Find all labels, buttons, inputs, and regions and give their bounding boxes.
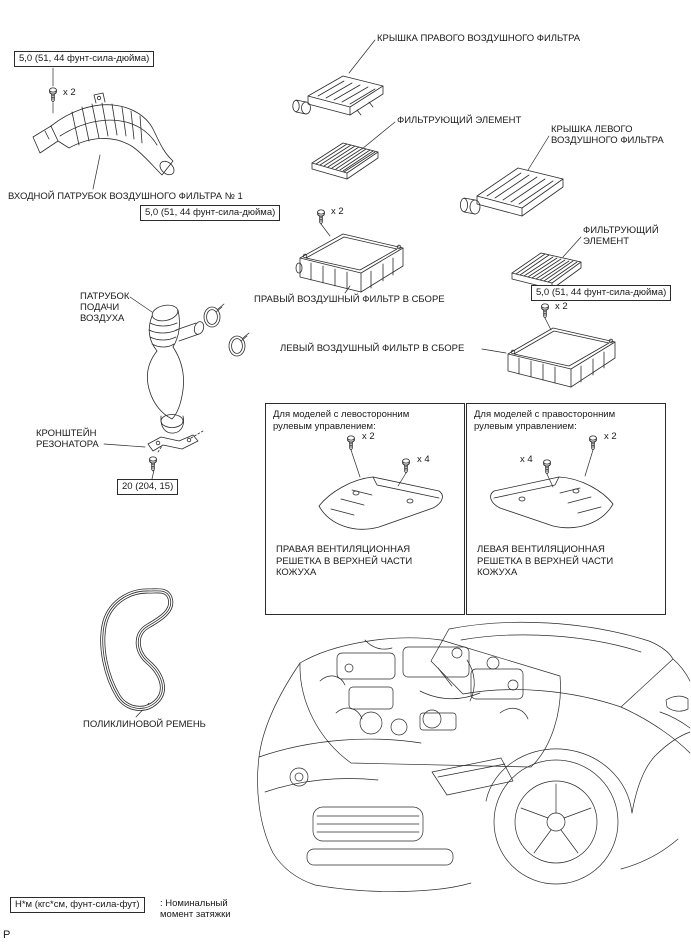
label-filter-element-left: ФИЛЬТРУЮЩИЙ ЭЛЕМЕНТ	[583, 225, 659, 247]
resonator-bracket-drawing	[147, 430, 204, 453]
torque-legend-note: : Номинальный момент затяжки	[160, 898, 231, 920]
label-right-filter-cap: КРЫШКА ПРАВОГО ВОЗДУШНОГО ФИЛЬТРА	[377, 33, 581, 44]
left-filter-cap-drawing	[459, 167, 564, 217]
car-front-drawing	[257, 621, 691, 892]
torque-spec-intake-duct: 5,0 (51, 44 фунт-сила-дюйма)	[14, 51, 155, 67]
vent-grille-lhd-drawing	[318, 476, 443, 530]
panel-title-lhd: Для моделей с левосторонним рулевым упра…	[273, 409, 410, 432]
leader-lines	[52, 39, 594, 718]
serpentine-belt-drawing	[103, 591, 171, 709]
label-intake-duct: ВХОДНОЙ ПАТРУБОК ВОЗДУШНОГО ФИЛЬТРА № 1	[8, 191, 243, 202]
right-filter-assembly-drawing	[295, 233, 404, 293]
label-left-filter-cap: КРЫШКА ЛЕВОГО ВОЗДУШНОГО ФИЛЬТРА	[551, 124, 664, 146]
bolt-icon	[49, 87, 57, 103]
page-corner-letter: P	[3, 929, 11, 941]
torque-spec-right-filter: 5,0 (51, 44 фунт-сила-дюйма)	[140, 205, 281, 221]
vent-grille-rhd-drawing	[490, 476, 614, 529]
label-serpentine-belt: ПОЛИКЛИНОВОЙ РЕМЕНЬ	[83, 719, 206, 730]
bolt-count-rhd-b: x 4	[520, 454, 533, 465]
label-air-supply-duct: ПАТРУБОК ПОДАЧИ ВОЗДУХА	[80, 291, 130, 324]
panel-caption-lhd: ПРАВАЯ ВЕНТИЛЯЦИОННАЯ РЕШЕТКА В ВЕРХНЕЙ …	[276, 544, 413, 578]
bolt-count-lhd-a: x 2	[362, 431, 375, 442]
label-filter-element-right: ФИЛЬТРУЮЩИЙ ЭЛЕМЕНТ	[397, 115, 522, 126]
bolt-count-lhd-b: x 4	[417, 454, 430, 465]
air-supply-duct-drawing	[147, 303, 250, 434]
torque-spec-resonator-bracket: 20 (204, 15)	[117, 479, 179, 495]
bolt-count-intake-duct: x 2	[63, 87, 76, 98]
panel-caption-rhd: ЛЕВАЯ ВЕНТИЛЯЦИОННАЯ РЕШЕТКА В ВЕРХНЕЙ Ч…	[477, 544, 614, 578]
intake-duct-drawing	[32, 92, 175, 176]
right-filter-element-drawing	[311, 142, 379, 180]
bolt-icon	[317, 209, 325, 225]
left-filter-assembly-drawing	[507, 327, 616, 388]
torque-unit-legend-box: Н*м (кгс*см, фунт-сила-фут)	[10, 897, 145, 913]
bolt-icon	[149, 456, 157, 472]
panel-right-hand-drive: Для моделей с правосторонним рулевым упр…	[466, 403, 666, 615]
label-left-filter-assembly: ЛЕВЫЙ ВОЗДУШНЫЙ ФИЛЬТР В СБОРЕ	[280, 343, 465, 354]
bolt-count-left-filter: x 2	[555, 301, 568, 312]
panel-title-rhd: Для моделей с правосторонним рулевым упр…	[474, 409, 616, 432]
panel-left-hand-drive: Для моделей с левосторонним рулевым упра…	[265, 403, 465, 615]
bolt-icon	[541, 303, 549, 319]
hose-clamp-icon	[228, 332, 250, 357]
label-right-filter-assembly: ПРАВЫЙ ВОЗДУШНЫЙ ФИЛЬТР В СБОРЕ	[254, 294, 445, 305]
bolt-count-right-filter: x 2	[331, 206, 344, 217]
label-resonator-bracket: КРОНШТЕЙН РЕЗОНАТОРА	[36, 428, 99, 450]
hose-clamp-icon	[203, 303, 225, 328]
torque-spec-left-filter: 5,0 (51, 44 фунт-сила-дюйма)	[531, 285, 672, 301]
right-filter-cap-drawing	[292, 75, 384, 116]
bolt-count-rhd-a: x 2	[604, 431, 617, 442]
left-filter-element-drawing	[511, 252, 582, 290]
